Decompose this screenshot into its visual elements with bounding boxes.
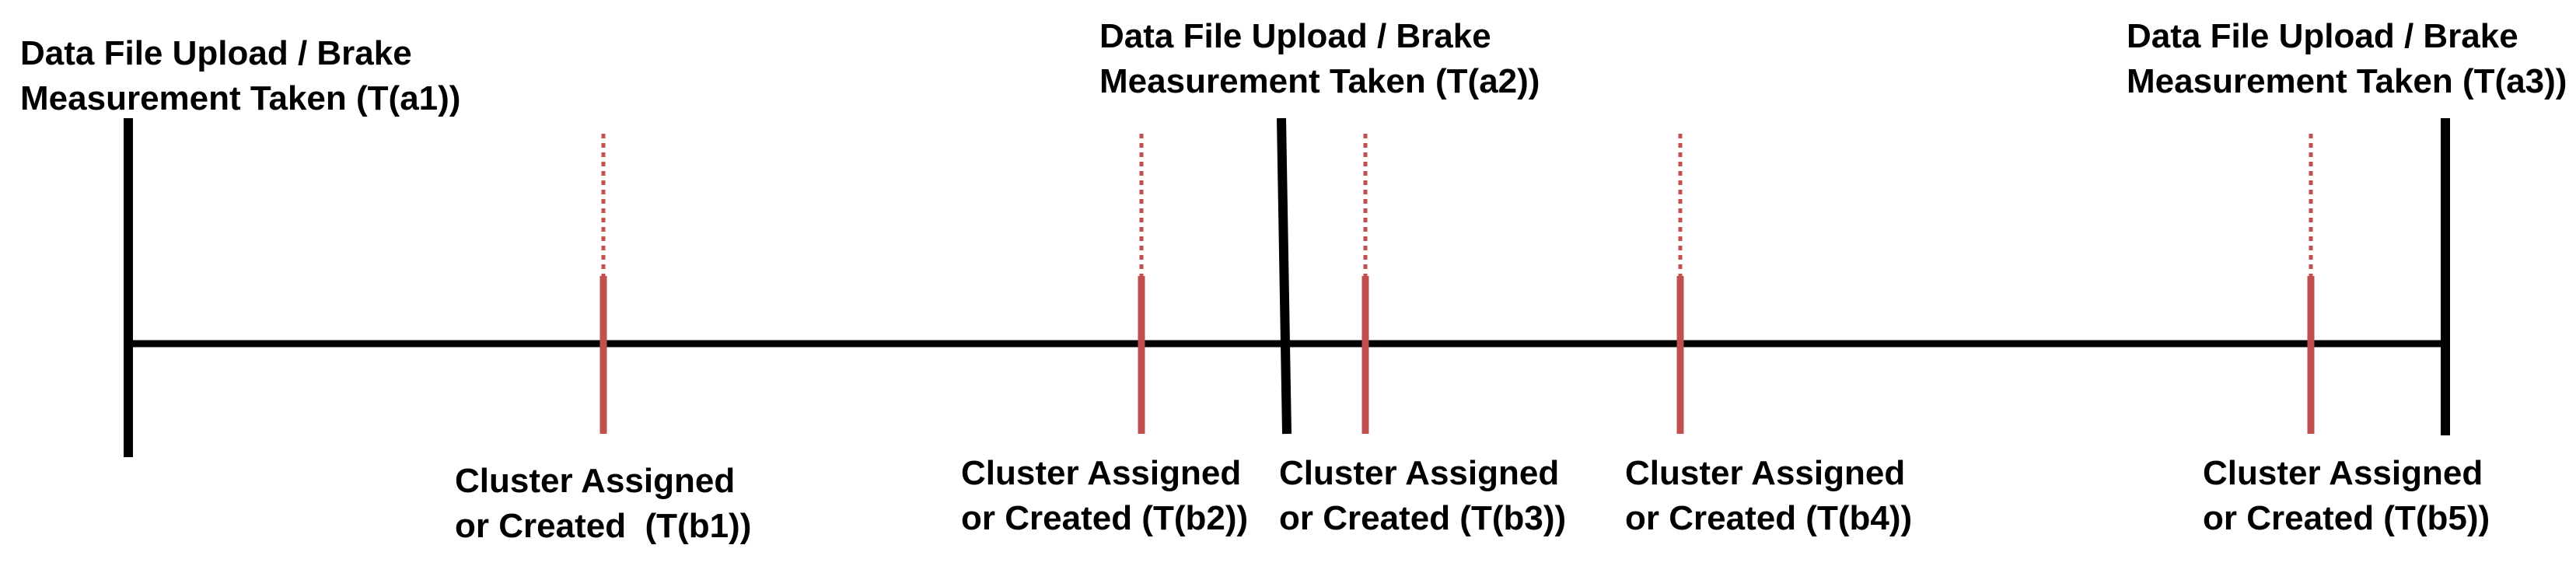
event-b5-label: Cluster Assigned or Created (T(b5)) bbox=[2203, 451, 2490, 541]
event-b5-label-line2: or Created (T(b5)) bbox=[2203, 499, 2490, 537]
event-b2-label-line2: or Created (T(b2)) bbox=[961, 499, 1249, 537]
event-a3-label: Data File Upload / Brake Measurement Tak… bbox=[2127, 14, 2567, 104]
event-a3-label-line1: Data File Upload / Brake bbox=[2127, 17, 2518, 55]
event-b1-label: Cluster Assigned or Created (T(b1)) bbox=[455, 459, 751, 549]
event-b1-label-line2: or Created (T(b1)) bbox=[455, 507, 752, 545]
event-b3-label-line1: Cluster Assigned bbox=[1279, 454, 1560, 492]
event-b4-label-line1: Cluster Assigned bbox=[1625, 454, 1906, 492]
event-b4-label: Cluster Assigned or Created (T(b4)) bbox=[1625, 451, 1912, 541]
event-b1-label-line1: Cluster Assigned bbox=[455, 462, 736, 500]
event-b4-label-line2: or Created (T(b4)) bbox=[1625, 499, 1913, 537]
event-a2-label-line2: Measurement Taken (T(a2)) bbox=[1099, 62, 1540, 100]
event-b3-label-line2: or Created (T(b3)) bbox=[1279, 499, 1567, 537]
event-a1-label-line1: Data File Upload / Brake bbox=[20, 34, 412, 72]
event-a2-label-line1: Data File Upload / Brake bbox=[1099, 17, 1491, 55]
event-a1-label: Data File Upload / Brake Measurement Tak… bbox=[20, 31, 460, 121]
event-a3-label-line2: Measurement Taken (T(a3)) bbox=[2127, 62, 2567, 100]
event-a1-label-line2: Measurement Taken (T(a1)) bbox=[20, 79, 461, 117]
event-a2-marker bbox=[1277, 117, 1291, 435]
event-b2-label: Cluster Assigned or Created (T(b2)) bbox=[961, 451, 1248, 541]
event-b5-label-line1: Cluster Assigned bbox=[2203, 454, 2483, 492]
event-b3-label: Cluster Assigned or Created (T(b3)) bbox=[1279, 451, 1566, 541]
event-b2-label-line1: Cluster Assigned bbox=[961, 454, 1242, 492]
event-a2-label: Data File Upload / Brake Measurement Tak… bbox=[1099, 14, 1540, 104]
